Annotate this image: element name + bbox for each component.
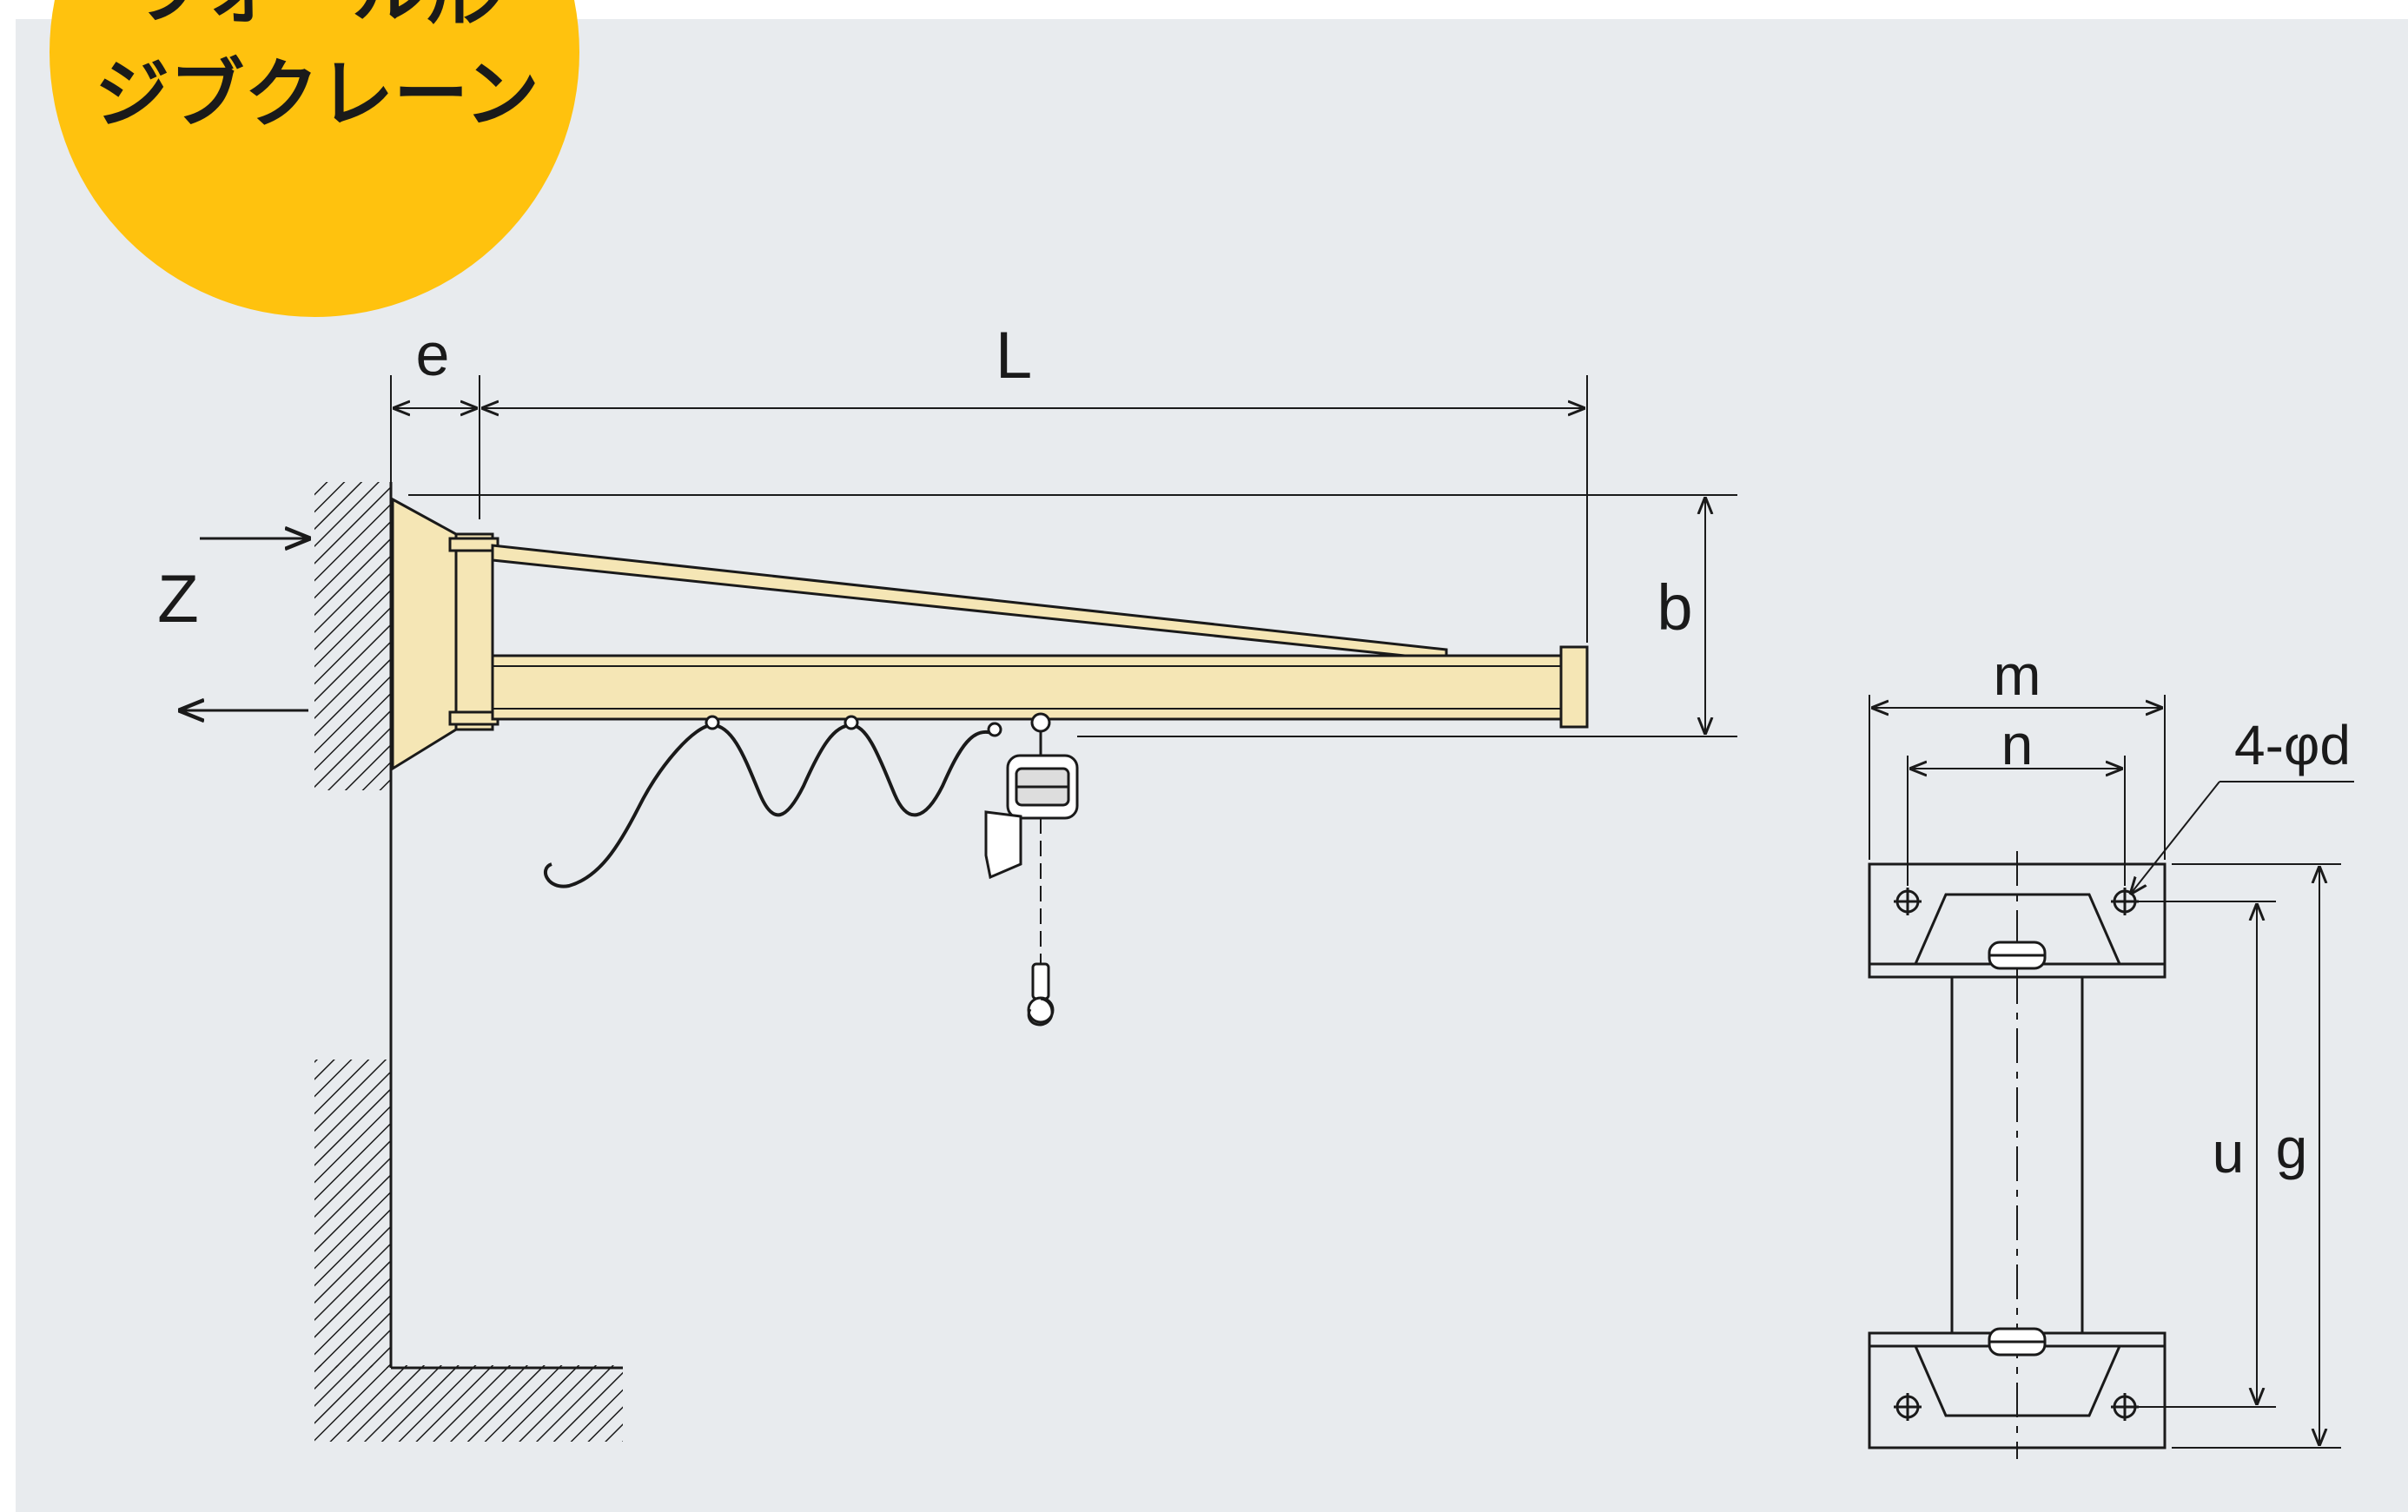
hoist-trolley-wheel [1030, 712, 1051, 733]
bracket-view [1868, 695, 2354, 1459]
floor-hatch [314, 1365, 623, 1442]
label-e: e [416, 320, 450, 388]
label-g: g [2276, 1116, 2308, 1180]
pivot-plate-bottom [448, 710, 499, 726]
pivot-plate-top [448, 537, 499, 552]
wall-hatch-upper [314, 482, 391, 790]
top-strip [0, 0, 2408, 19]
bolt-hole-icon [2111, 888, 2139, 915]
badge-title-line2: ジブクレーン [95, 51, 539, 138]
label-holes: 4-φd [2234, 714, 2351, 776]
label-n: n [2001, 712, 2034, 776]
label-u: u [2213, 1120, 2245, 1185]
hook-icon [1027, 997, 1054, 1027]
label-m: m [1994, 643, 2041, 707]
wall-hatch-lower [314, 1060, 391, 1368]
bolt-hole-icon [1894, 1393, 1922, 1421]
boom-beam [491, 654, 1589, 721]
festoon-trolley [705, 715, 720, 730]
badge-circle [50, 0, 579, 317]
bolt-hole-icon [1894, 888, 1922, 915]
label-L: L [996, 319, 1032, 393]
mast [454, 532, 494, 731]
festoon-trolley [843, 715, 859, 730]
side-view [178, 375, 1737, 1442]
badge-title-line1: ウォール形 [128, 0, 501, 34]
title-badge: ウォール形 ジブクレーン [50, 0, 579, 317]
hook-block [1031, 962, 1050, 1000]
label-b: b [1657, 571, 1692, 644]
festoon-trolley [987, 722, 1002, 737]
label-Z: Z [157, 560, 199, 637]
wall-bracket [391, 497, 458, 771]
hoist-controller [984, 810, 1022, 880]
bolt-hole-icon [2111, 1393, 2139, 1421]
end-stop [1559, 645, 1589, 729]
leader-holes-arrow [2130, 781, 2220, 895]
